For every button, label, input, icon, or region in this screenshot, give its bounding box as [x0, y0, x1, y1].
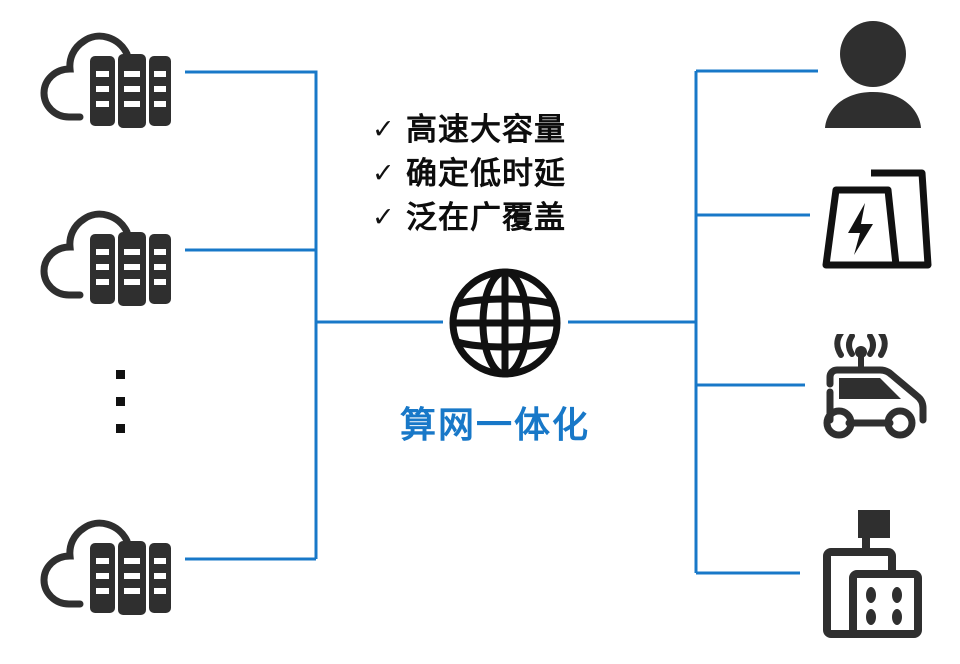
check-icon: ✓: [372, 113, 395, 145]
factory-building-node[interactable]: [800, 500, 930, 650]
ellipsis-dot: [116, 397, 125, 406]
vertical-ellipsis: [116, 370, 125, 451]
feature-label: 泛在广覆盖: [406, 199, 566, 235]
check-icon: ✓: [372, 157, 395, 189]
power-plant-node[interactable]: [810, 163, 935, 280]
connected-car-node[interactable]: [805, 330, 945, 449]
cloud-server-node-1[interactable]: [22, 28, 192, 143]
center-caption: 算网一体化: [400, 404, 591, 445]
cloud-server-node-3[interactable]: [22, 515, 192, 630]
feature-row: ✓ 泛在广覆盖: [372, 196, 566, 238]
check-icon: ✓: [372, 201, 395, 233]
feature-row: ✓ 确定低时延: [372, 152, 566, 194]
ellipsis-dot: [116, 370, 125, 379]
connected-car-icon: [823, 330, 927, 439]
feature-list: ✓ 高速大容量 ✓ 确定低时延 ✓ 泛在广覆盖: [372, 108, 566, 238]
ellipsis-dot: [116, 424, 125, 433]
factory-building-icon: [823, 510, 922, 638]
feature-row: ✓ 高速大容量: [372, 108, 566, 150]
feature-label: 确定低时延: [406, 155, 566, 191]
center-globe-node[interactable]: [443, 267, 568, 384]
left-bus: [185, 70, 318, 559]
feature-label: 高速大容量: [406, 111, 566, 147]
cloud-server-node-2[interactable]: [22, 206, 192, 321]
right-connectors: [568, 69, 818, 575]
cloud-server-icon: [40, 519, 171, 615]
globe-icon: [449, 268, 561, 378]
power-plant-icon: [822, 169, 932, 269]
cloud-server-icon: [40, 32, 171, 128]
left-connectors: [185, 70, 443, 561]
cloud-server-icon: [40, 210, 171, 306]
person-icon: [825, 21, 921, 128]
person-node[interactable]: [818, 14, 928, 134]
